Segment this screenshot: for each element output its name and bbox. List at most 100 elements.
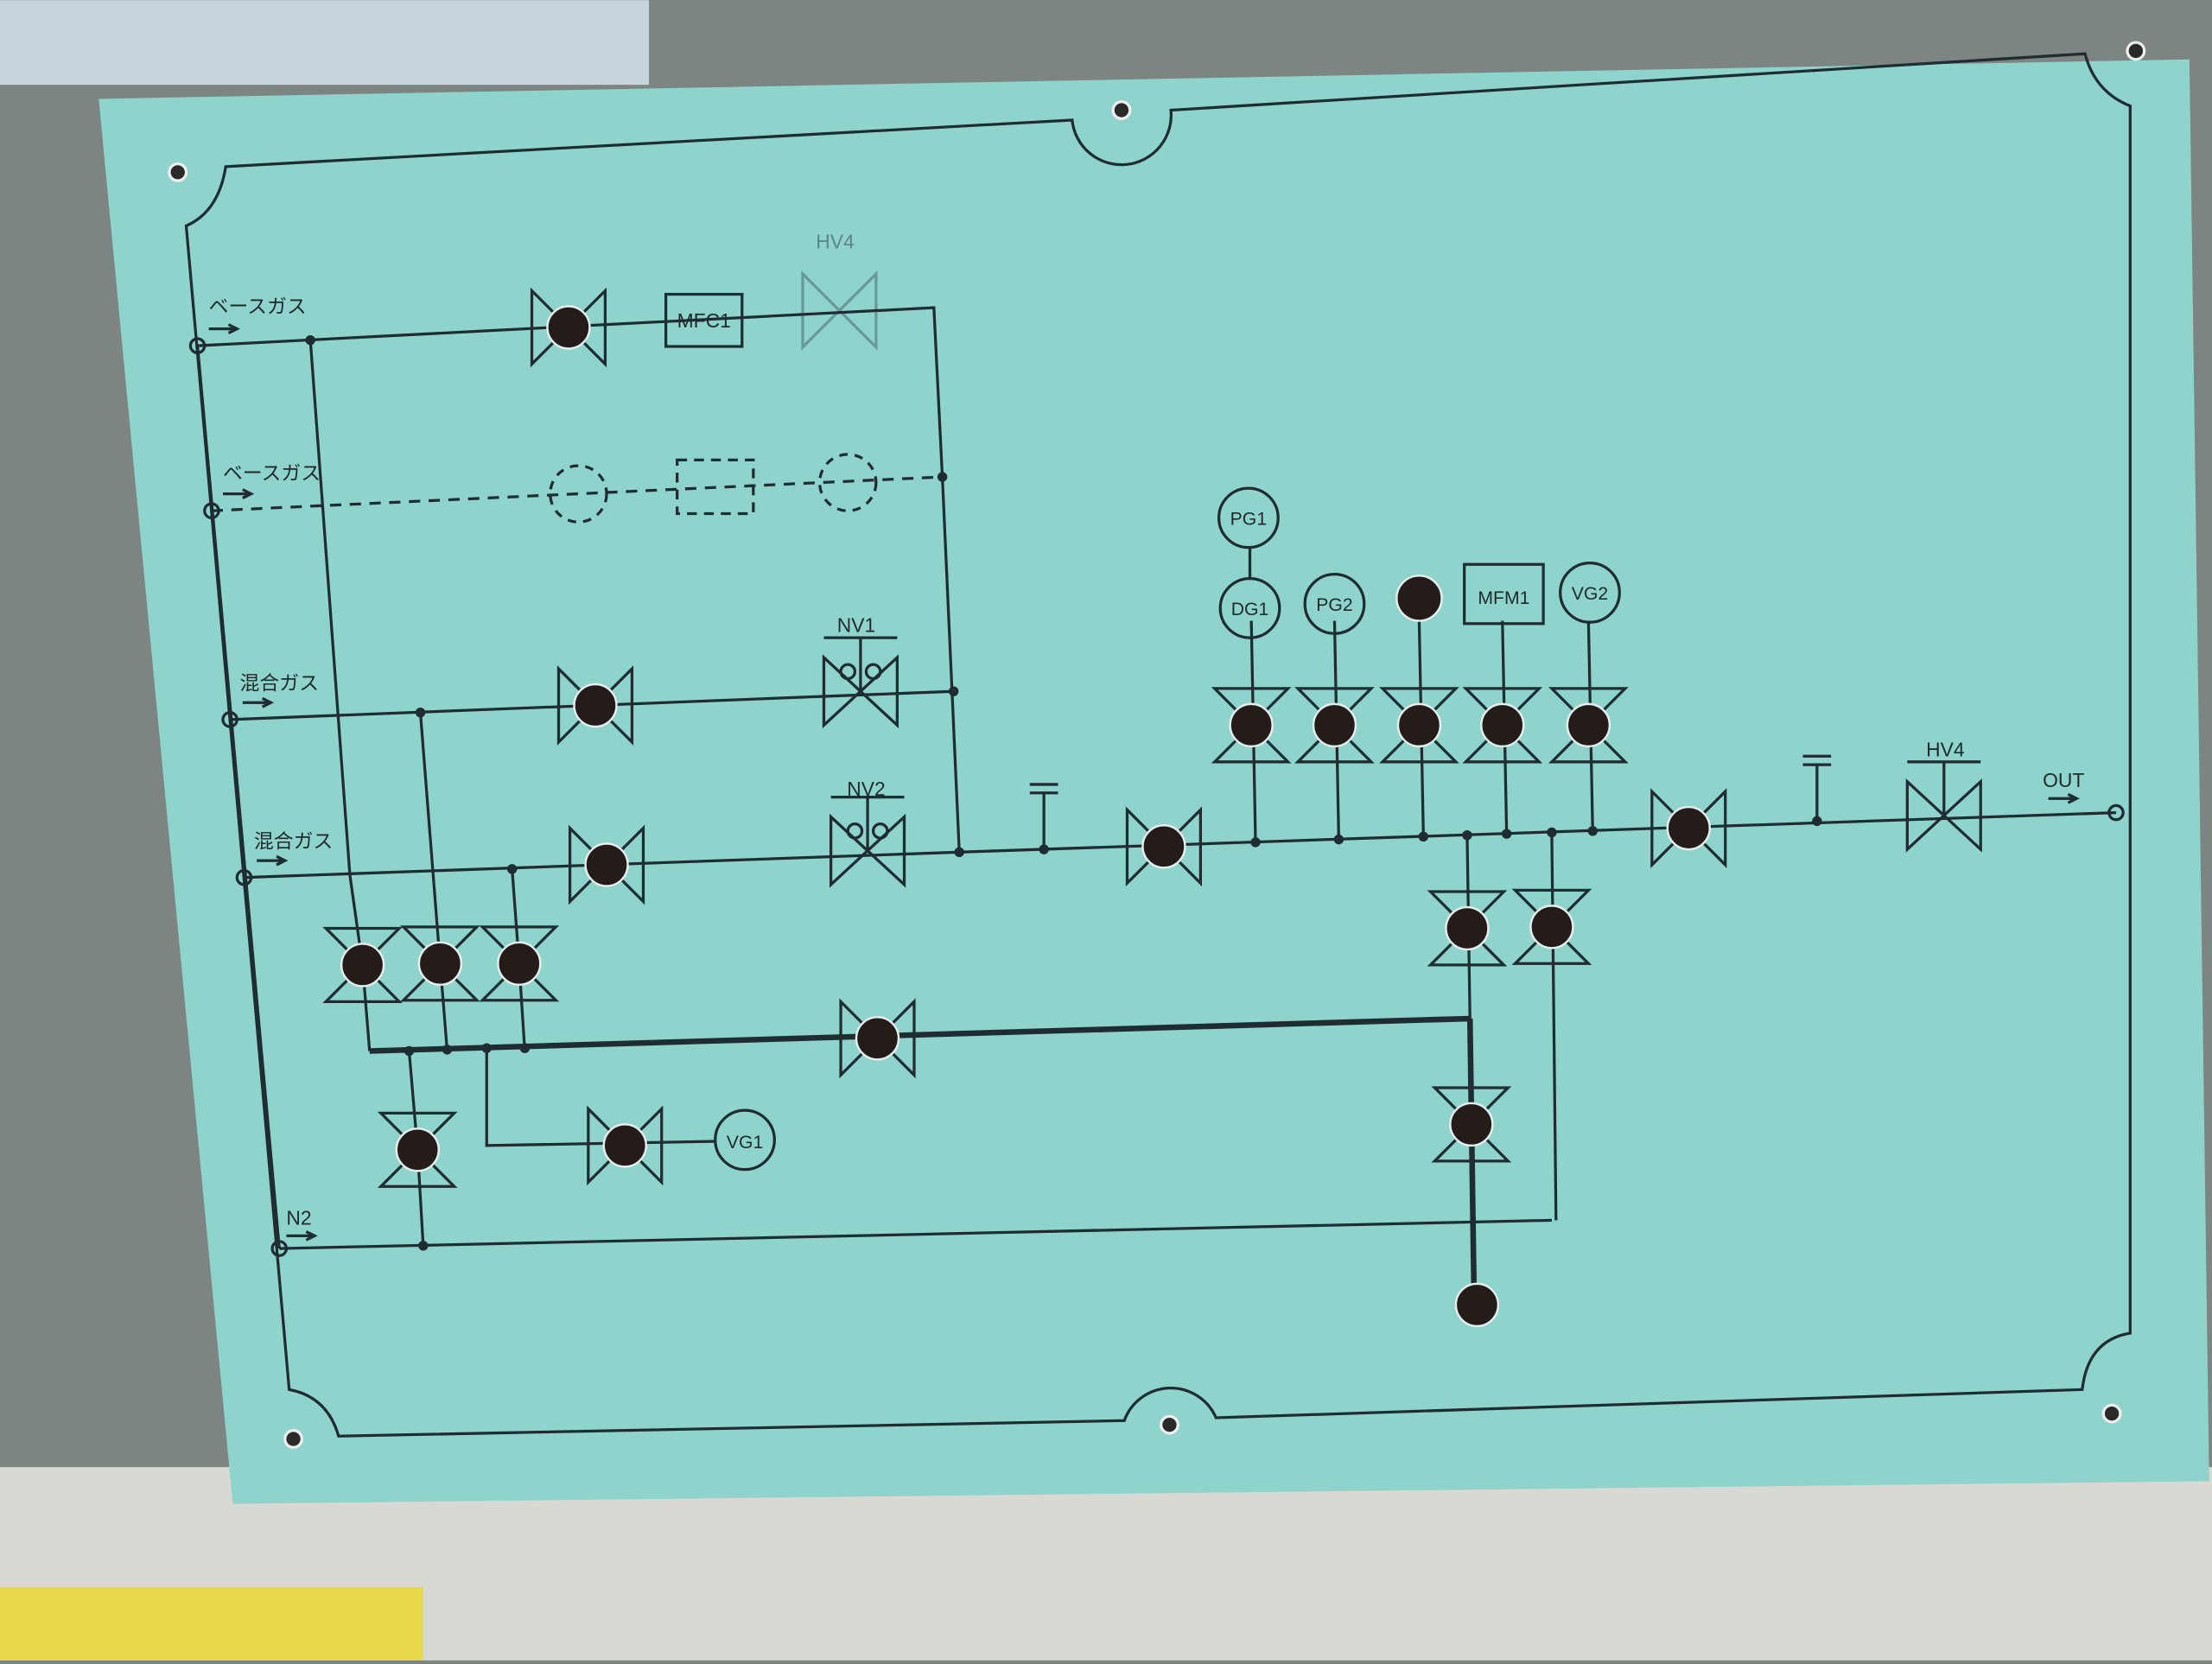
filter-tee-icon [1802, 754, 1832, 822]
indicator-hole-icon [1566, 702, 1611, 748]
gauge-icon [1559, 561, 1621, 624]
valve-symbol-icon [1905, 760, 1982, 853]
indicator-hole-icon [1480, 702, 1525, 748]
flow-arrow-icon [2048, 792, 2080, 804]
mfm1-label: MFM1 [1478, 588, 1529, 608]
indicator-hole-icon [546, 305, 591, 350]
indicator-hole-icon [1312, 702, 1357, 748]
air-valve-button[interactable] [377, 1111, 458, 1188]
flow-arrow-icon [286, 1230, 318, 1242]
junction-dot [1333, 834, 1344, 845]
needle-icon [846, 822, 864, 840]
instrument-box [1463, 562, 1545, 626]
air-valve-button[interactable] [1431, 1086, 1512, 1163]
junction-dot [519, 1043, 531, 1053]
junction-dot [1812, 816, 1822, 827]
indicator-hole-icon [417, 941, 463, 986]
valve-symbol-icon [822, 636, 899, 729]
indicator-hole-icon [1229, 702, 1274, 748]
inlet-port-icon [2107, 803, 2125, 822]
filter-tee-icon [1029, 783, 1058, 850]
junction-dot [954, 847, 964, 858]
air-valve-button[interactable] [322, 926, 403, 1003]
air-valve-button[interactable] [1125, 806, 1203, 887]
gauge-icon [1303, 573, 1366, 635]
indicator-hole-icon [1445, 905, 1490, 951]
pg2-label: PG2 [1316, 595, 1352, 615]
air-valve-button[interactable] [1462, 687, 1543, 764]
air-valve-button[interactable] [1511, 888, 1592, 965]
indicator-hole-icon [1529, 905, 1574, 949]
air-valve-button[interactable] [801, 270, 878, 351]
junction-dot [1501, 829, 1512, 839]
inlet-label-mixed-gas-1: 混合ガス [240, 672, 319, 695]
inlet-label-base-gas-1: ベースガス [209, 295, 307, 318]
flow-arrow-icon [222, 488, 255, 499]
air-valve-button[interactable] [479, 925, 560, 1002]
indicator-hole-icon [855, 1016, 900, 1061]
yellow-flyer [0, 1586, 423, 1661]
air-valve-button[interactable] [568, 824, 645, 905]
pg1-label: PG1 [1230, 510, 1267, 530]
air-valve-button[interactable] [1650, 788, 1727, 868]
instrument-box [664, 292, 744, 348]
acrylic-panel [99, 59, 2209, 1504]
air-valve-button[interactable] [530, 287, 607, 368]
indicator-hole-icon [584, 842, 629, 887]
indicator-hole-icon [1395, 575, 1443, 622]
manual-valve[interactable] [830, 796, 906, 888]
instrument-box [676, 458, 755, 516]
air-valve-button[interactable] [1548, 687, 1629, 764]
junction-dot [1039, 844, 1049, 854]
indicator-hole-icon [340, 943, 385, 988]
flow-arrow-icon [242, 696, 275, 708]
indicator-hole-icon [573, 683, 618, 728]
mounting-hole-icon [2126, 41, 2146, 61]
junction-dot [418, 1241, 429, 1251]
junction-dot [442, 1045, 453, 1055]
inlet-label-base-gas-2: ベースガス [223, 461, 321, 484]
air-valve-button[interactable] [587, 1105, 664, 1186]
inlet-label-mixed-gas-2: 混合ガス [254, 829, 333, 852]
needle-icon [839, 663, 857, 681]
nv2-label: NV2 [847, 778, 885, 800]
manual-valve[interactable] [822, 636, 899, 729]
air-valve-button[interactable] [556, 665, 634, 746]
indicator-hole-icon [1141, 824, 1186, 869]
air-valve-button[interactable] [839, 998, 916, 1079]
placeholder-valve-icon [549, 464, 608, 524]
pipe-line [308, 340, 372, 1051]
junction-dot [1462, 830, 1472, 841]
indicator-hole-icon [1449, 1102, 1494, 1147]
air-valve-button[interactable] [1379, 687, 1459, 764]
pipe-line [369, 1015, 1471, 1054]
manual-valve[interactable] [1905, 760, 1982, 853]
labels: ベースガス ベースガス 混合ガス 混合ガス N2 OUT MFC1 HV4 HV… [209, 231, 2085, 1229]
junction-dot [1587, 826, 1598, 836]
air-valve-button[interactable] [399, 925, 480, 1002]
mounting-hole-icon [1160, 1414, 1179, 1435]
dg1-label: DG1 [1231, 600, 1269, 619]
mounting-hole-icon [1111, 100, 1132, 120]
indicator-hole-icon [1666, 805, 1711, 851]
indicator-hole-icon [497, 941, 542, 986]
vg2-label: VG2 [1572, 584, 1608, 604]
placeholder-valve-icon [817, 453, 878, 512]
panel-frame [184, 52, 2132, 1438]
needle-icon [871, 822, 889, 840]
outlet-label: OUT [2043, 769, 2084, 791]
mounting-hole-icon [2101, 1403, 2122, 1424]
mounting-hole-icon [168, 162, 188, 182]
junction-dot [1547, 827, 1557, 838]
mfc1-label: MFC1 [677, 309, 731, 332]
flow-arrow-icon [257, 854, 289, 867]
hv4-top-label: HV4 [816, 231, 855, 253]
indicator-hole-icon [602, 1123, 647, 1168]
air-valve-button[interactable] [1427, 890, 1508, 967]
air-valve-button[interactable] [1211, 687, 1292, 764]
junction-dot [1250, 837, 1261, 848]
needle-icon [864, 663, 882, 681]
air-valve-button[interactable] [1294, 687, 1375, 764]
pipe-line [279, 1218, 1552, 1250]
